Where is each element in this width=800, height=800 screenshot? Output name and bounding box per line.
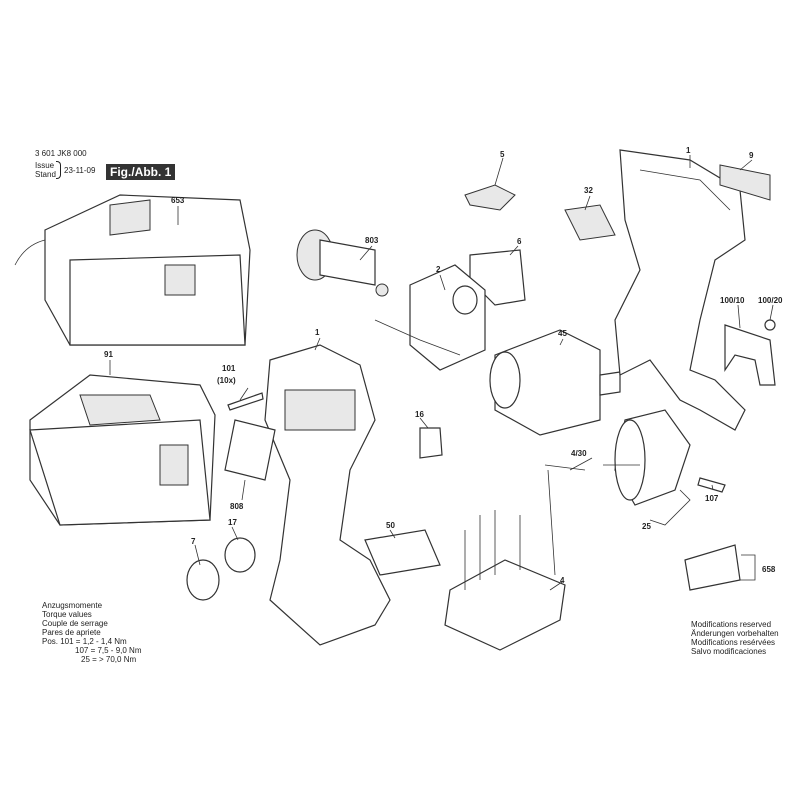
screw-107-drawing bbox=[697, 477, 726, 493]
gearbox-drawing bbox=[489, 329, 621, 436]
label-658: 658 bbox=[762, 565, 776, 574]
screw-100-20-drawing bbox=[764, 319, 776, 331]
torque-notes: Anzugsmomente Torque values Couple de se… bbox=[42, 601, 141, 664]
housing-left-drawing bbox=[264, 344, 391, 646]
armature-drawing bbox=[296, 229, 389, 297]
electronics-drawing bbox=[444, 464, 586, 651]
stand-label: Stand bbox=[35, 170, 56, 179]
label-25: 25 bbox=[642, 522, 651, 531]
label-5: 5 bbox=[500, 150, 505, 159]
label-808: 808 bbox=[230, 502, 244, 511]
label-91: 91 bbox=[104, 350, 113, 359]
label-9: 9 bbox=[749, 151, 754, 160]
label-45: 45 bbox=[558, 329, 567, 338]
torque-line: Torque values bbox=[42, 610, 92, 619]
part-100-10-drawing bbox=[724, 324, 776, 386]
brace bbox=[56, 161, 61, 179]
nameplate-drawing bbox=[224, 419, 276, 481]
screw-101-drawing bbox=[227, 392, 264, 411]
label-107: 107 bbox=[705, 494, 719, 503]
figure-label: Fig./Abb. 1 bbox=[106, 164, 176, 180]
torque-value: 107 = 7,5 - 9,0 Nm bbox=[75, 646, 142, 655]
label-17: 17 bbox=[228, 518, 237, 527]
label-4: 4 bbox=[560, 576, 565, 585]
torque-value: 25 = > 70,0 Nm bbox=[81, 655, 137, 664]
motor-housing-drawing bbox=[374, 264, 486, 371]
part-7-drawing bbox=[186, 559, 220, 601]
label-32: 32 bbox=[584, 186, 593, 195]
modification-line: Änderungen vorbehalten bbox=[691, 629, 779, 638]
battery-drawing bbox=[29, 374, 216, 526]
torque-value: Pos. 101 = 1,2 - 1,4 Nm bbox=[42, 637, 127, 646]
charger-drawing bbox=[14, 194, 251, 346]
part-number: 3 601 JK8 000 bbox=[35, 149, 87, 158]
label-803: 803 bbox=[365, 236, 379, 245]
label-4-30: 4/30 bbox=[571, 449, 587, 458]
label-101: 101 bbox=[222, 364, 236, 373]
label-101-qty: (10x) bbox=[217, 376, 236, 385]
part-17-drawing bbox=[224, 537, 256, 573]
issue-date: 23-11-09 bbox=[64, 166, 96, 175]
label-100-20: 100/20 bbox=[758, 296, 783, 305]
modification-line: Modifications resérvées bbox=[691, 638, 776, 647]
part-16-drawing bbox=[419, 427, 443, 459]
label-7: 7 bbox=[191, 537, 196, 546]
label-50: 50 bbox=[386, 521, 395, 530]
modifications-notice: Modifications reserved Änderungen vorbeh… bbox=[691, 620, 779, 656]
torque-line: Couple de serrage bbox=[42, 619, 108, 628]
torque-line: Anzugsmomente bbox=[42, 601, 103, 610]
chuck-drawing bbox=[614, 409, 691, 506]
part-32-drawing bbox=[564, 204, 616, 241]
part-50-drawing bbox=[364, 529, 441, 576]
housing-right-drawing bbox=[614, 149, 746, 431]
label-16: 16 bbox=[415, 410, 424, 419]
issue-label: Issue bbox=[35, 161, 55, 170]
label-2: 2 bbox=[436, 265, 441, 274]
label-653: 653 bbox=[171, 196, 185, 205]
label-1-left: 1 bbox=[315, 328, 320, 337]
label-100-10: 100/10 bbox=[720, 296, 745, 305]
part-5-drawing bbox=[464, 184, 516, 211]
modification-line: Modifications reserved bbox=[691, 620, 772, 629]
label-6: 6 bbox=[517, 237, 522, 246]
label-1-right: 1 bbox=[686, 146, 691, 155]
torque-line: Pares de apriete bbox=[42, 628, 101, 637]
part-658-drawing bbox=[684, 544, 741, 591]
label-9-drawing bbox=[719, 164, 771, 201]
modification-line: Salvo modificaciones bbox=[691, 647, 767, 656]
